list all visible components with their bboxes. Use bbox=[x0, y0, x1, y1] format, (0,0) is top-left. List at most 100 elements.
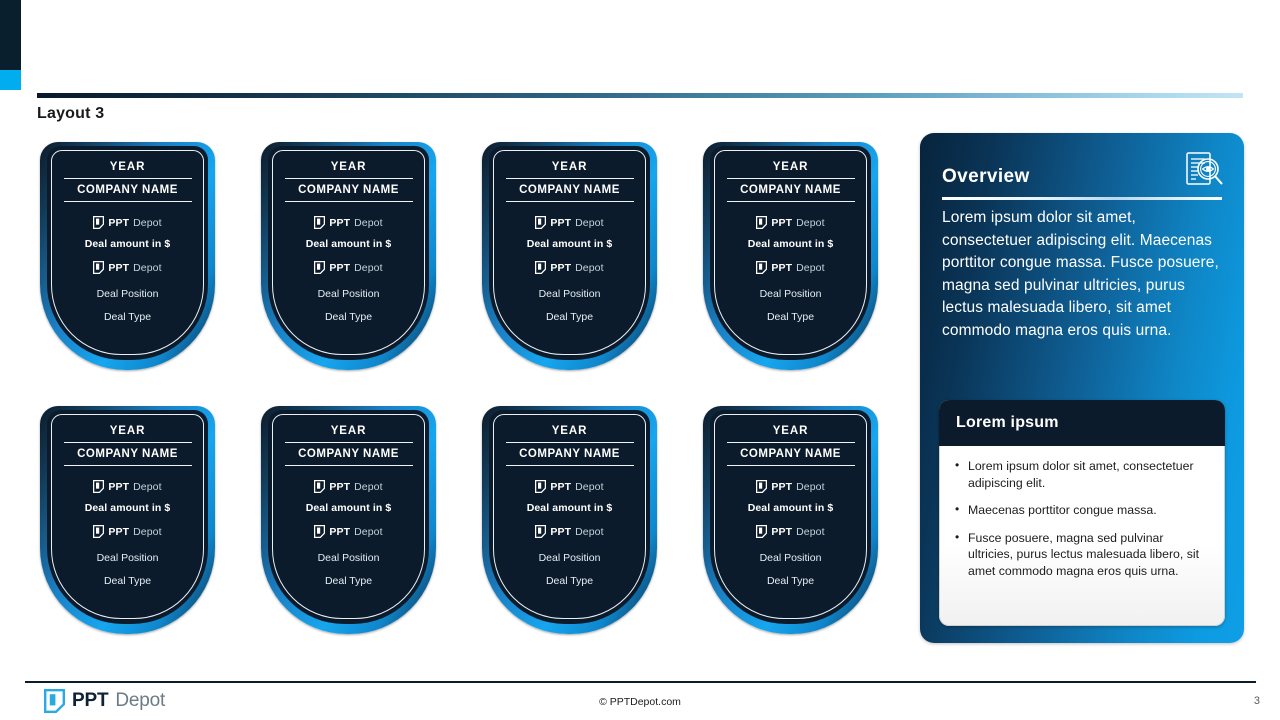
card-deal-type: Deal Type bbox=[545, 311, 594, 324]
card-company-name: COMPANY NAME bbox=[77, 184, 178, 197]
card-inset: YEAR COMPANY NAME PPT Depot Deal amount … bbox=[493, 150, 646, 355]
card-deal-type: Deal Type bbox=[103, 311, 152, 324]
card-year: YEAR bbox=[109, 161, 146, 173]
card-company-name: COMPANY NAME bbox=[519, 184, 620, 197]
document-search-icon bbox=[1186, 152, 1223, 185]
pptdepot-glyph-icon bbox=[314, 216, 326, 230]
card-divider-bottom bbox=[726, 201, 855, 203]
pptdepot-glyph-icon bbox=[756, 480, 768, 494]
overview-panel: Overview Lorem ipsum dolor sit amet, con… bbox=[920, 133, 1244, 643]
overview-subpanel: Lorem ipsum Lorem ipsum dolor sit amet, … bbox=[939, 400, 1225, 626]
card-deal-type: Deal Type bbox=[545, 575, 594, 588]
list-item: Fusce posuere, magna sed pulvinar ultric… bbox=[952, 529, 1210, 580]
card-divider-bottom bbox=[726, 465, 855, 467]
card-year: YEAR bbox=[330, 161, 367, 173]
card-divider-bottom bbox=[284, 465, 413, 467]
pptdepot-glyph-icon bbox=[314, 525, 326, 539]
card-logo-primary: PPT Depot bbox=[535, 480, 604, 494]
deal-card[interactable]: YEAR COMPANY NAME PPT Depot Deal amount … bbox=[261, 142, 436, 370]
deal-card[interactable]: YEAR COMPANY NAME PPT Depot Deal amount … bbox=[703, 142, 878, 370]
card-logo-primary: PPT Depot bbox=[93, 216, 162, 230]
card-logo-depot: Depot bbox=[354, 480, 383, 493]
card-logo-ppt: PPT bbox=[771, 525, 793, 538]
card-deal-amount: Deal amount in $ bbox=[84, 238, 171, 251]
card-logo-depot: Depot bbox=[796, 480, 825, 493]
card-inset: YEAR COMPANY NAME PPT Depot Deal amount … bbox=[51, 414, 204, 619]
card-logo-depot: Depot bbox=[133, 525, 162, 538]
card-logo-secondary: PPT Depot bbox=[535, 525, 604, 539]
card-logo-depot: Depot bbox=[133, 216, 162, 229]
deal-card[interactable]: YEAR COMPANY NAME PPT Depot Deal amount … bbox=[482, 142, 657, 370]
card-body: YEAR COMPANY NAME PPT Depot Deal amount … bbox=[268, 410, 429, 624]
card-logo-secondary: PPT Depot bbox=[756, 525, 825, 539]
card-body: YEAR COMPANY NAME PPT Depot Deal amount … bbox=[710, 410, 871, 624]
card-deal-position: Deal Position bbox=[759, 552, 822, 565]
card-row-2: YEAR COMPANY NAME PPT Depot Deal amount … bbox=[40, 406, 900, 634]
pptdepot-glyph-icon bbox=[756, 261, 768, 275]
card-logo-ppt: PPT bbox=[108, 480, 130, 493]
pptdepot-glyph-icon bbox=[93, 525, 105, 539]
pptdepot-glyph-icon bbox=[93, 261, 105, 275]
card-deal-type: Deal Type bbox=[766, 311, 815, 324]
card-logo-ppt: PPT bbox=[771, 261, 793, 274]
card-logo-ppt: PPT bbox=[329, 216, 351, 229]
card-deal-amount: Deal amount in $ bbox=[305, 502, 392, 515]
deal-card-grid: YEAR COMPANY NAME PPT Depot Deal amount … bbox=[40, 142, 900, 642]
footer-brand-logo[interactable]: PPT Depot bbox=[44, 689, 165, 713]
card-divider-top bbox=[505, 442, 634, 444]
card-inset: YEAR COMPANY NAME PPT Depot Deal amount … bbox=[714, 150, 867, 355]
card-logo-primary: PPT Depot bbox=[756, 480, 825, 494]
page-title: Layout 3 bbox=[37, 105, 105, 122]
card-divider-top bbox=[284, 442, 413, 444]
subpanel-body: Lorem ipsum dolor sit amet, consectetuer… bbox=[939, 446, 1225, 626]
card-body: YEAR COMPANY NAME PPT Depot Deal amount … bbox=[489, 146, 650, 360]
pptdepot-glyph-icon bbox=[756, 525, 768, 539]
deal-card[interactable]: YEAR COMPANY NAME PPT Depot Deal amount … bbox=[40, 142, 215, 370]
accent-block-navy bbox=[0, 0, 21, 70]
deal-card[interactable]: YEAR COMPANY NAME PPT Depot Deal amount … bbox=[482, 406, 657, 634]
card-deal-amount: Deal amount in $ bbox=[526, 238, 613, 251]
card-deal-position: Deal Position bbox=[317, 288, 380, 301]
pptdepot-glyph-icon bbox=[535, 261, 547, 275]
card-divider-top bbox=[505, 178, 634, 180]
card-divider-bottom bbox=[63, 201, 192, 203]
card-logo-depot: Depot bbox=[133, 261, 162, 274]
card-deal-amount: Deal amount in $ bbox=[747, 238, 834, 251]
deal-card[interactable]: YEAR COMPANY NAME PPT Depot Deal amount … bbox=[703, 406, 878, 634]
card-deal-type: Deal Type bbox=[103, 575, 152, 588]
card-logo-ppt: PPT bbox=[771, 480, 793, 493]
card-body: YEAR COMPANY NAME PPT Depot Deal amount … bbox=[47, 410, 208, 624]
card-company-name: COMPANY NAME bbox=[740, 448, 841, 461]
card-logo-depot: Depot bbox=[133, 480, 162, 493]
subpanel-bullet-list: Lorem ipsum dolor sit amet, consectetuer… bbox=[952, 457, 1210, 580]
card-logo-ppt: PPT bbox=[108, 525, 130, 538]
subpanel-title: Lorem ipsum bbox=[956, 414, 1059, 431]
card-logo-depot: Depot bbox=[354, 261, 383, 274]
card-logo-ppt: PPT bbox=[550, 261, 572, 274]
card-logo-depot: Depot bbox=[575, 525, 604, 538]
card-deal-position: Deal Position bbox=[759, 288, 822, 301]
card-logo-primary: PPT Depot bbox=[314, 480, 383, 494]
accent-block-cyan bbox=[0, 70, 21, 90]
card-logo-secondary: PPT Depot bbox=[93, 261, 162, 275]
card-logo-depot: Depot bbox=[796, 216, 825, 229]
card-logo-depot: Depot bbox=[575, 261, 604, 274]
card-company-name: COMPANY NAME bbox=[298, 448, 399, 461]
deal-card[interactable]: YEAR COMPANY NAME PPT Depot Deal amount … bbox=[40, 406, 215, 634]
card-company-name: COMPANY NAME bbox=[298, 184, 399, 197]
footer-page-number: 3 bbox=[1253, 695, 1260, 707]
card-divider-top bbox=[284, 178, 413, 180]
pptdepot-glyph-icon bbox=[535, 216, 547, 230]
footer-logo-ppt: PPT bbox=[72, 690, 109, 711]
card-body: YEAR COMPANY NAME PPT Depot Deal amount … bbox=[710, 146, 871, 360]
card-year: YEAR bbox=[772, 161, 809, 173]
card-deal-amount: Deal amount in $ bbox=[526, 502, 613, 515]
card-divider-bottom bbox=[505, 201, 634, 203]
card-year: YEAR bbox=[109, 425, 146, 437]
deal-card[interactable]: YEAR COMPANY NAME PPT Depot Deal amount … bbox=[261, 406, 436, 634]
pptdepot-glyph-icon bbox=[314, 261, 326, 275]
card-logo-ppt: PPT bbox=[771, 216, 793, 229]
card-inset: YEAR COMPANY NAME PPT Depot Deal amount … bbox=[493, 414, 646, 619]
card-deal-position: Deal Position bbox=[317, 552, 380, 565]
card-deal-type: Deal Type bbox=[324, 575, 373, 588]
